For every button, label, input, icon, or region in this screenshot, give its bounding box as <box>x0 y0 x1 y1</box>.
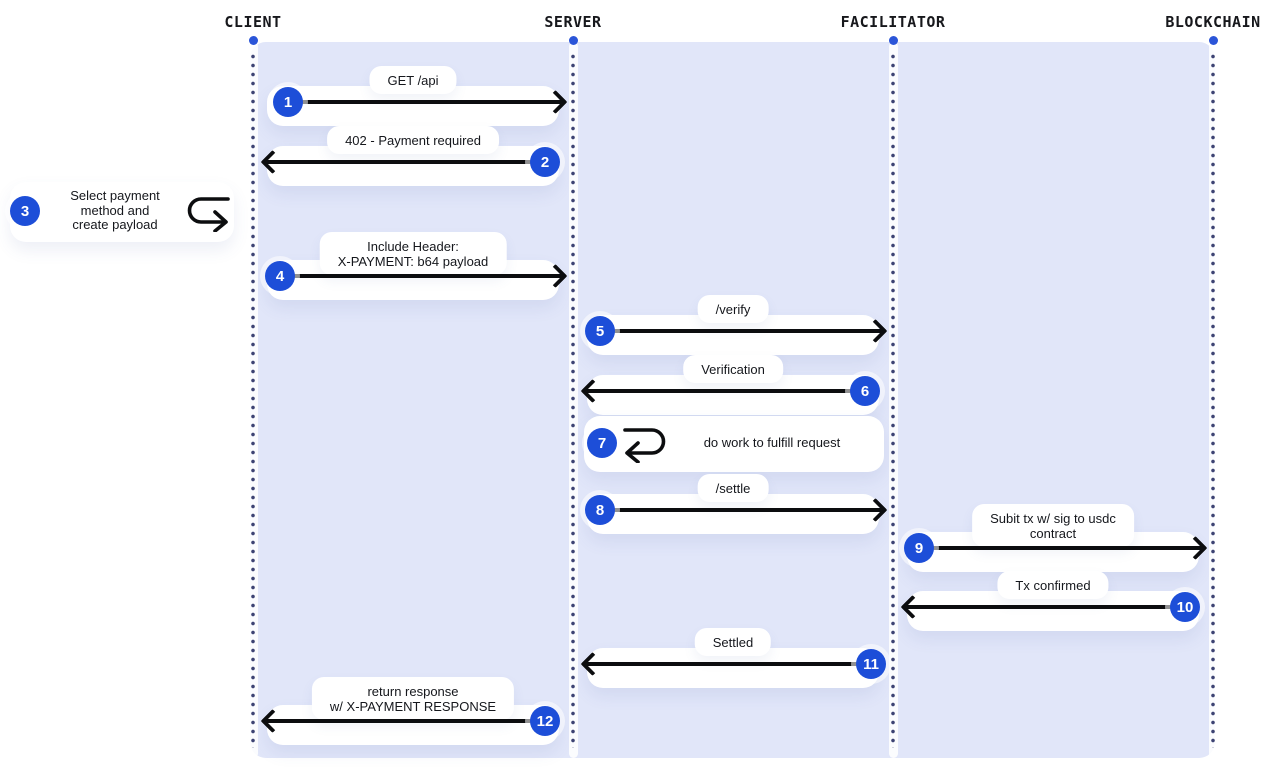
self-loop-left-icon <box>619 423 669 468</box>
step-number-badge: 2 <box>530 147 560 177</box>
step-number-badge: 7 <box>587 428 617 458</box>
message-label: /verify <box>697 295 769 323</box>
step-number-badge: 9 <box>904 533 934 563</box>
lifeline-endpoint-dot <box>1208 36 1218 45</box>
arrow-right-icon <box>612 318 888 344</box>
arrow-right-icon <box>931 535 1208 561</box>
step-number-badge: 11 <box>856 649 886 679</box>
message-label: Tx confirmed <box>997 571 1109 599</box>
step-number-badge: 12 <box>530 706 560 736</box>
message-label: Select payment method and create payload <box>70 188 160 232</box>
message-label: Verification <box>683 355 783 383</box>
message-label: do work to fulfill request <box>703 435 841 450</box>
message-label: Include Header: X-PAYMENT: b64 payload <box>319 232 507 275</box>
step-number-badge: 3 <box>10 196 40 226</box>
lane-header-server: SERVER <box>544 13 602 31</box>
message-label: GET /api <box>369 66 457 94</box>
lifeline-dotted-line <box>251 54 255 748</box>
step-number-badge: 4 <box>265 261 295 291</box>
arrow-left-icon <box>900 594 1173 620</box>
step-number-badge: 10 <box>1170 592 1200 622</box>
lifeline-endpoint-dot <box>888 36 898 45</box>
arrow-right-icon <box>612 497 888 523</box>
arrow-left-icon <box>260 708 533 734</box>
arrow-left-icon <box>260 149 533 175</box>
lifeline-dotted-line <box>1211 54 1215 748</box>
arrow-right-icon <box>300 89 568 115</box>
message-bubble <box>10 182 234 242</box>
message-label: Settled <box>694 628 772 656</box>
lifeline-endpoint-dot <box>568 36 578 45</box>
message-label: /settle <box>697 474 769 502</box>
step-number-badge: 6 <box>850 376 880 406</box>
self-loop-right-icon <box>184 192 232 237</box>
step-number-badge: 5 <box>585 316 615 346</box>
lane-header-blockchain: BLOCKCHAIN <box>1165 13 1261 31</box>
message-label: Subit tx w/ sig to usdc contract <box>972 504 1134 547</box>
message-bubble <box>584 416 884 472</box>
lifeline-dotted-line <box>571 54 575 748</box>
arrow-left-icon <box>580 378 853 404</box>
message-label: return response w/ X-PAYMENT RESPONSE <box>311 677 515 720</box>
step-number-badge: 8 <box>585 495 615 525</box>
lane-header-facilitator: FACILITATOR <box>840 13 946 31</box>
arrow-right-icon <box>292 263 568 289</box>
step-number-badge: 1 <box>273 87 303 117</box>
arrow-left-icon <box>580 651 859 677</box>
lane-header-client: CLIENT <box>224 13 282 31</box>
message-label: 402 - Payment required <box>327 126 499 154</box>
lifeline-dotted-line <box>891 54 895 748</box>
lifeline-endpoint-dot <box>248 36 258 45</box>
